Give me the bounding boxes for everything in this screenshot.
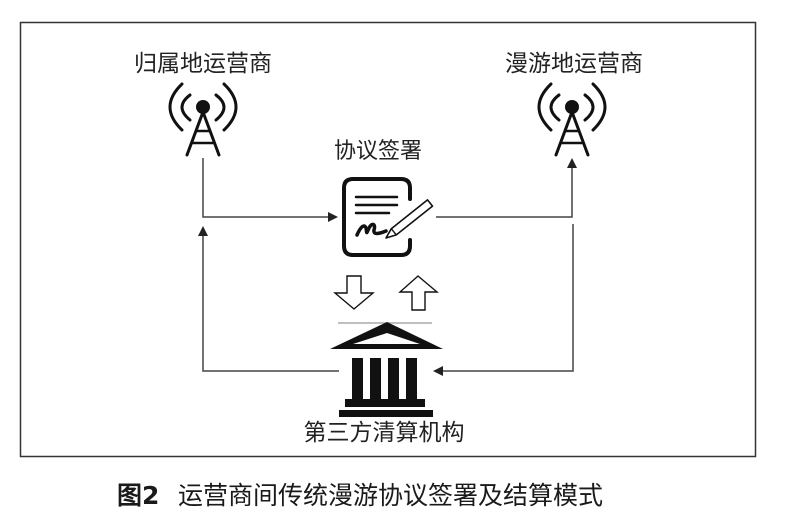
pencil-icon — [385, 199, 434, 239]
hollow-up-arrow-icon — [398, 275, 439, 311]
node-clearing-house: 第三方清算机构 — [304, 322, 465, 446]
caption-text: 运营商间传统漫游协议签署及结算模式 — [178, 481, 603, 510]
diagram-frame — [19, 21, 757, 458]
roaming-operator-label: 漫游地运营商 — [505, 51, 643, 77]
bank-column — [370, 358, 381, 399]
cell-tower-icon — [537, 82, 607, 157]
caption-number: 图2 — [117, 481, 159, 510]
clearing-house-label: 第三方清算机构 — [304, 420, 465, 446]
agreement-label: 协议签署 — [334, 139, 422, 164]
arrowhead-right — [328, 212, 338, 222]
home-operator-label: 归属地运营商 — [134, 51, 272, 77]
node-agreement: 协议签署 — [334, 139, 434, 257]
bank-base-lower — [339, 410, 433, 417]
bank-building-icon — [330, 322, 443, 417]
cell-tower-icon — [168, 82, 238, 157]
edge-agreement-to-roaming — [436, 158, 577, 218]
bank-column — [406, 358, 417, 399]
arrowhead-left — [433, 366, 443, 376]
bank-column — [352, 358, 363, 399]
arrowhead-up — [198, 226, 208, 236]
arrowhead-up — [567, 158, 577, 168]
signed-document-icon — [342, 177, 434, 257]
node-roaming-operator: 漫游地运营商 — [505, 51, 643, 157]
edge-clearing-to-home — [198, 226, 339, 372]
node-home-operator: 归属地运营商 — [134, 51, 272, 157]
edge-roaming-to-clearing — [433, 224, 574, 376]
signature-squiggle — [355, 222, 388, 237]
hollow-down-arrow-icon — [333, 275, 375, 310]
edge-home-to-agreement — [202, 158, 338, 222]
bank-column — [388, 358, 399, 399]
bank-base-upper — [345, 399, 425, 407]
figure-caption: 图2 运营商间传统漫游协议签署及结算模式 — [117, 481, 603, 510]
